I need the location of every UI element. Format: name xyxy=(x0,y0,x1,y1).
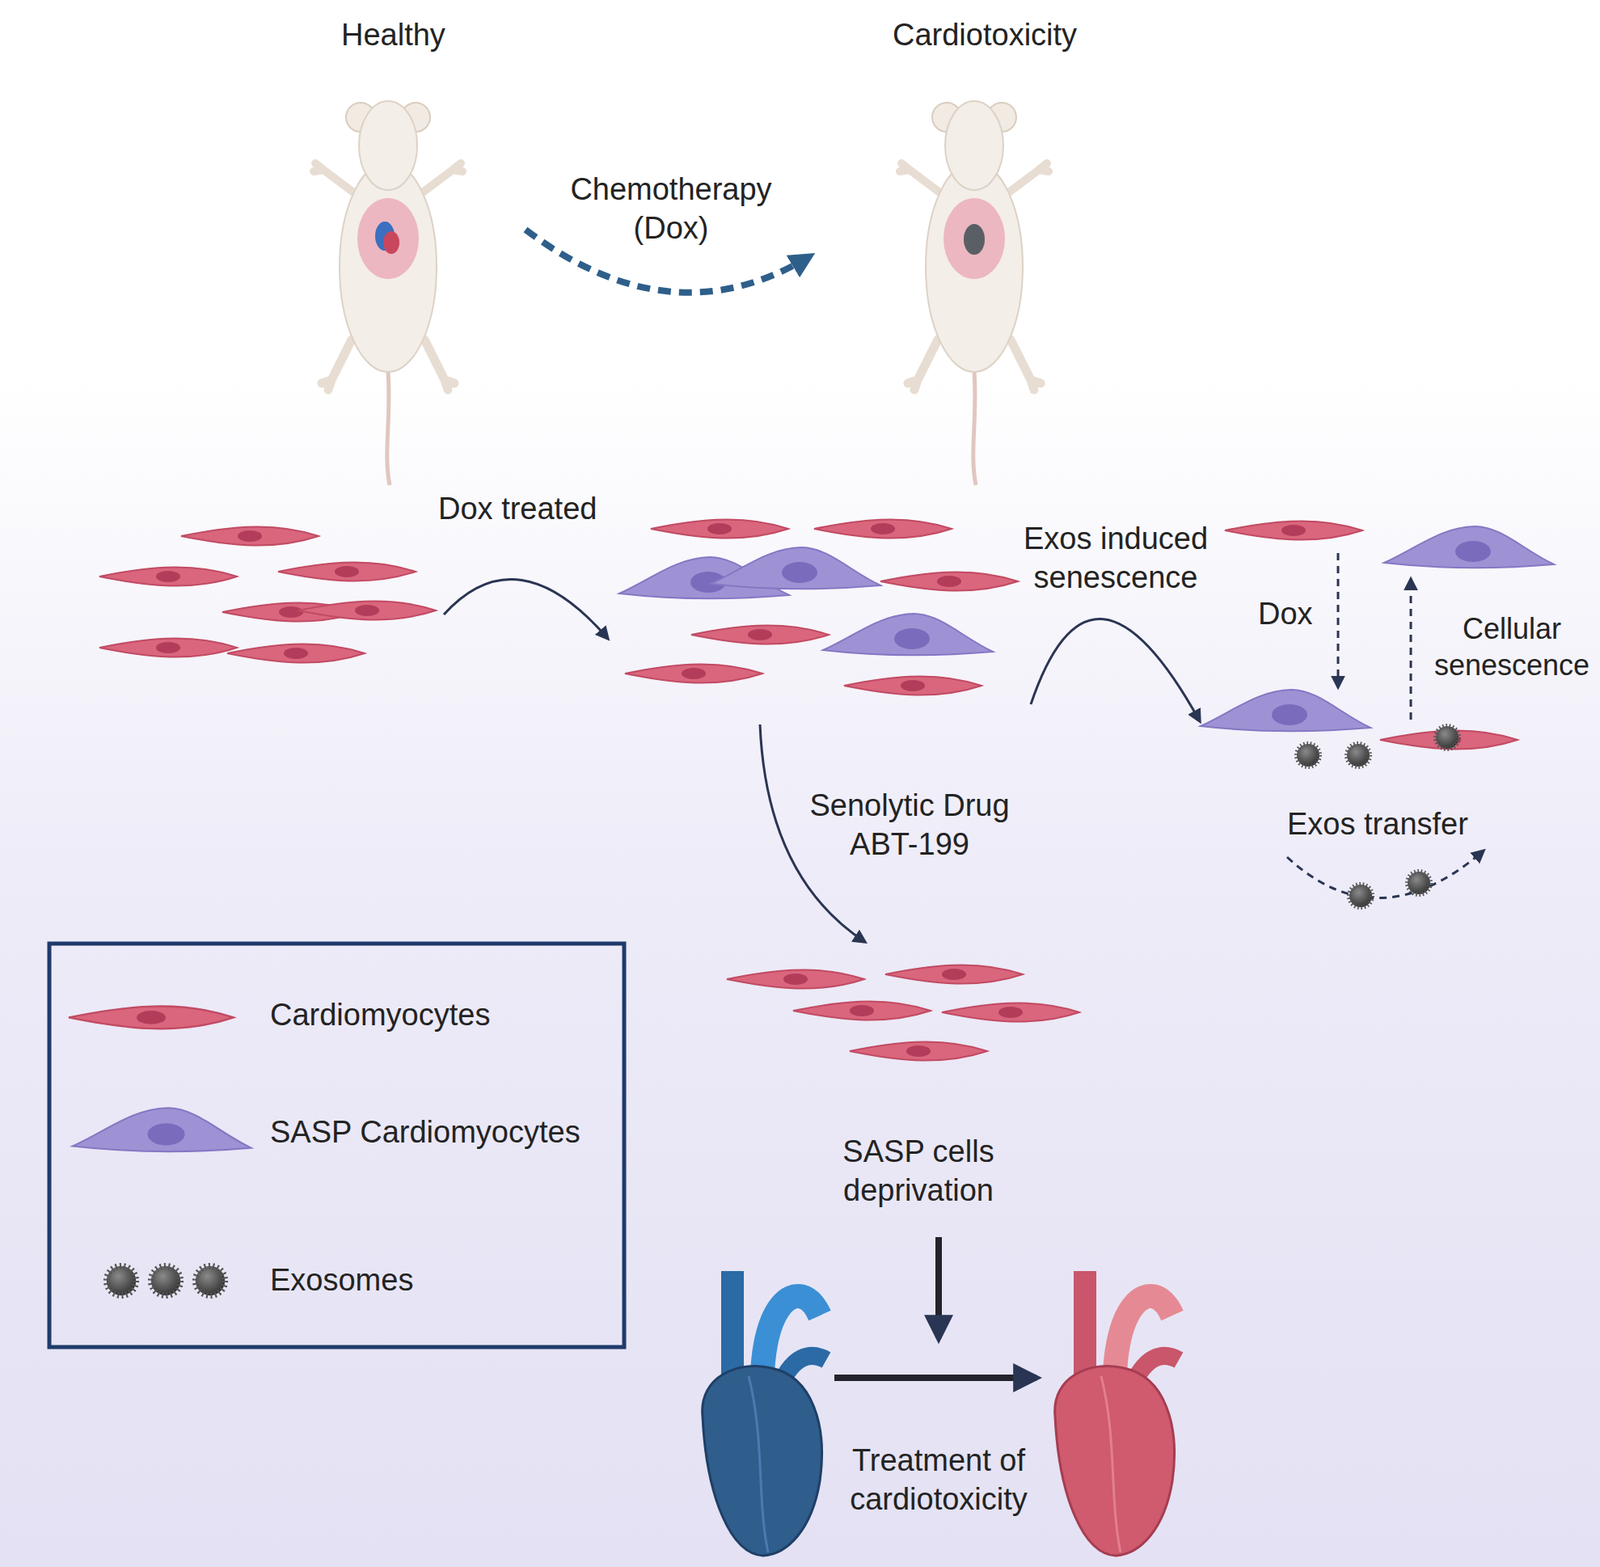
diagram-label: Senolytic Drug ABT-199 xyxy=(792,786,1027,864)
cardiotoxic-mouse-part xyxy=(963,223,985,255)
healthy-cells-part xyxy=(227,643,365,663)
healthy-cells xyxy=(99,526,436,663)
healthy-heart-part xyxy=(1101,1376,1121,1553)
exos-senescence-arrow xyxy=(1030,619,1200,722)
damaged-heart xyxy=(702,1270,827,1556)
healthy-mouse-part xyxy=(383,231,400,254)
cleared-cells xyxy=(726,964,1080,1060)
healthy-heart xyxy=(1055,1270,1179,1556)
treated-cells-part xyxy=(814,519,952,538)
diagram-label: Cellular senescence xyxy=(1426,610,1597,684)
senescence-arrow xyxy=(1410,578,1413,720)
legend-label: Cardiomyocytes xyxy=(270,996,490,1035)
diagram-label: Healthy xyxy=(341,16,446,55)
healthy-mouse xyxy=(313,101,463,486)
deprivation-arrow xyxy=(935,1236,942,1339)
healthy-cells-part xyxy=(99,637,237,657)
diagram-label: Exos induced senescence xyxy=(1010,519,1221,597)
treatment-arrow xyxy=(834,1374,1037,1381)
treated-cells-part xyxy=(823,613,993,655)
illustration-part xyxy=(1346,743,1370,767)
diagram-label: Cardiotoxicity xyxy=(892,16,1077,55)
exos-transfer-arrow xyxy=(1287,850,1484,899)
illustration-part xyxy=(1296,743,1320,767)
cleared-cells-part xyxy=(793,1000,931,1020)
dox-arrow xyxy=(1337,553,1340,688)
diagram-label: Chemotherapy (Dox) xyxy=(557,170,785,248)
healthy-mouse-part xyxy=(313,101,463,486)
illustration-part xyxy=(195,1266,225,1296)
illustration-part xyxy=(1384,526,1554,568)
cleared-cells-part xyxy=(849,1041,988,1060)
illustration-part xyxy=(106,1266,136,1296)
illustration-part xyxy=(68,1006,234,1030)
senolytic-arrow xyxy=(759,724,866,942)
healthy-cells-part xyxy=(278,561,416,581)
treated-cells-part xyxy=(710,547,881,589)
treated-cells-part xyxy=(880,571,1018,591)
treated-cells-part xyxy=(691,624,829,644)
illustration-part xyxy=(72,1107,252,1152)
legend-label: Exosomes xyxy=(270,1261,414,1301)
healthy-cells-part xyxy=(181,526,319,545)
illustration-part xyxy=(1200,689,1371,731)
treated-cells-part xyxy=(650,519,789,538)
cleared-cells-part xyxy=(885,964,1023,984)
diagram-label: Treatment of cardiotoxicity xyxy=(833,1441,1044,1519)
treated-cells xyxy=(619,519,1018,695)
legend-box xyxy=(49,943,625,1347)
diagram-label: SASP cells deprivation xyxy=(821,1132,1016,1210)
cleared-cells-part xyxy=(941,1002,1080,1022)
illustration-part xyxy=(1407,871,1431,895)
diagram-label: Exos transfer xyxy=(1287,805,1469,845)
illustration-part xyxy=(1349,884,1373,908)
cleared-cells-part xyxy=(726,969,865,988)
illustration-part xyxy=(1224,520,1363,540)
diagram-label: Dox xyxy=(1258,595,1313,634)
illustration-part xyxy=(1435,726,1459,749)
legend-label: SASP Cardiomyocytes xyxy=(270,1113,581,1153)
damaged-heart-part xyxy=(748,1376,769,1553)
illustration-part xyxy=(151,1266,181,1296)
treated-cells-part xyxy=(624,663,763,683)
damaged-heart-part xyxy=(702,1366,823,1557)
healthy-cells-part xyxy=(99,566,237,586)
dox-treated-arrow xyxy=(443,579,608,639)
cardiotoxic-mouse-part xyxy=(899,101,1049,486)
healthy-heart-part xyxy=(1055,1366,1175,1557)
cardiotoxic-mouse xyxy=(899,101,1049,486)
treated-cells-part xyxy=(844,675,982,695)
healthy-cells-part xyxy=(298,600,436,620)
diagram-label: Dox treated xyxy=(438,489,597,529)
